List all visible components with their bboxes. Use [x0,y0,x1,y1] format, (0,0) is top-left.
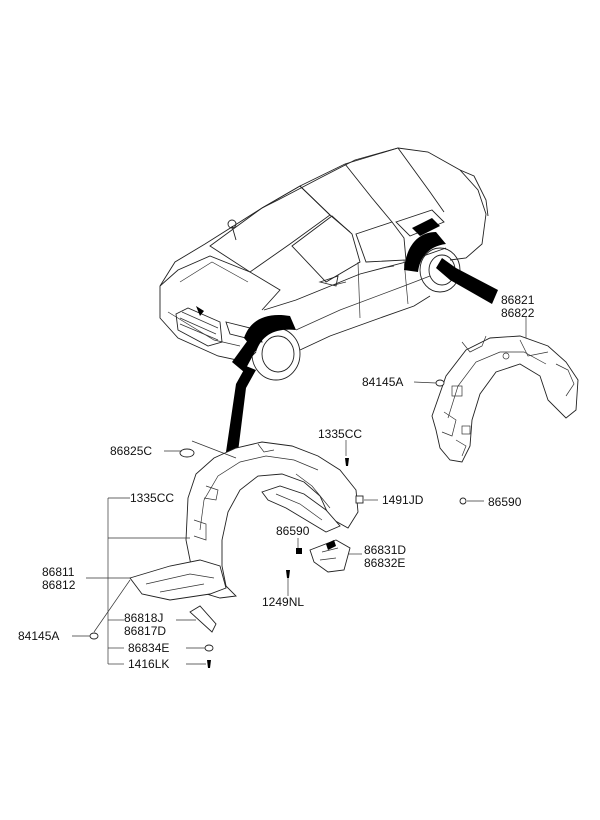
label-screw-nl: 1249NL [262,595,305,609]
label-front-liner-a: 86811 [42,565,75,579]
label-front-clip-top: 1335CC [318,427,363,441]
label-front-screw: 86590 [276,524,310,538]
fasteners [89,379,467,668]
label-front-liner-b: 86812 [42,578,76,592]
rear-wheel-liner [431,335,579,463]
leader-lines [72,317,527,665]
label-rear-screw: 86590 [488,495,522,509]
label-front-bolt: 1491JD [382,493,424,507]
front-arrow [226,366,256,452]
label-flap-b: 86817D [124,624,167,638]
rear-arrow [436,258,498,304]
car-illustration [159,147,489,381]
label-front-cap: 86825C [110,444,153,458]
label-screw-lk: 1416LK [128,657,170,671]
label-flap-a: 86818J [124,611,164,625]
label-front-clip-left: 1335CC [130,491,175,505]
front-wheel-liner [129,441,359,601]
flap-part [189,605,217,633]
label-seal: 86834E [128,641,170,655]
label-bracket-a: 86831D [364,543,407,557]
label-bracket-b: 86832E [364,556,406,570]
label-rear-liner-a: 86821 [501,293,535,307]
label-rear-nut: 84145A [362,375,404,389]
label-front-nut: 84145A [18,629,60,643]
bracket-part [309,539,351,573]
label-rear-liner-b: 86822 [501,306,535,320]
